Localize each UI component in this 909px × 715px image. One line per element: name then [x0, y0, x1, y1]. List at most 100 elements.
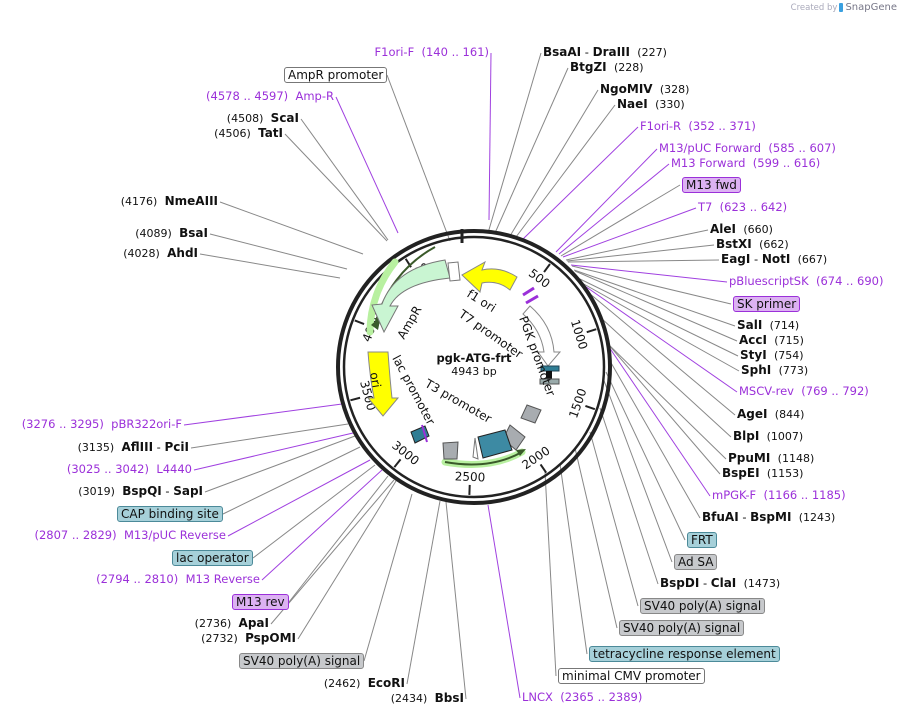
enzyme-site-label[interactable]: AleI (660): [710, 222, 773, 237]
position-label: (674 .. 690): [815, 274, 884, 288]
enzyme-site-label[interactable]: SalI (714): [737, 318, 799, 333]
feature-label[interactable]: tetracycline response element: [589, 646, 780, 662]
enzyme-site-label[interactable]: (3135) AflIII - PciI: [78, 440, 189, 455]
feature-label[interactable]: minimal CMV promoter: [558, 668, 705, 684]
enzyme-site-label[interactable]: AccI (715): [739, 333, 804, 348]
leader-line: [544, 471, 557, 677]
tick-mark: [585, 404, 596, 411]
enzyme-name-2: DraIII: [592, 45, 630, 59]
enzyme-site-label[interactable]: NgoMIV (328): [600, 82, 689, 97]
feature-label[interactable]: M13 rev: [232, 594, 289, 610]
feature-label[interactable]: SK primer: [733, 296, 801, 312]
position-label: (715): [774, 334, 804, 347]
enzyme-site-label[interactable]: (4176) NmeAIII: [121, 194, 218, 209]
enzyme-site-label[interactable]: StyI (754): [740, 348, 804, 363]
backbone-outer: [336, 229, 612, 505]
enzyme-site-label[interactable]: BstXI (662): [716, 237, 789, 252]
enzyme-site-label[interactable]: SphI (773): [741, 363, 808, 378]
primer-name: M13 Forward: [671, 156, 746, 170]
leader-line: [558, 163, 670, 255]
enzyme-site-label[interactable]: (4506) TatI: [214, 126, 283, 141]
leader-line: [599, 407, 659, 585]
primer-label[interactable]: F1ori-F (140 .. 161): [375, 45, 489, 59]
enzyme-site-label[interactable]: EagI - NotI (667): [721, 252, 827, 267]
primer-label[interactable]: pBluescriptSK (674 .. 690): [729, 274, 883, 288]
primer-label[interactable]: (2807 .. 2829) M13/pUC Reverse: [34, 528, 226, 542]
primer-label[interactable]: M13 Forward (599 .. 616): [671, 156, 820, 170]
leader-line: [602, 377, 673, 563]
leader-line: [494, 67, 569, 234]
feature-label[interactable]: M13 fwd: [682, 177, 741, 193]
leader-line: [608, 346, 711, 497]
feature-name: SV40 poly(A) signal: [644, 599, 762, 613]
enzyme-site-label[interactable]: BsaAI - DraIII (227): [543, 45, 667, 60]
position-label: (328): [659, 83, 690, 96]
enzyme-site-label[interactable]: BtgZI (228): [570, 60, 644, 75]
enzyme-site-label[interactable]: (2434) BbsI: [391, 691, 464, 706]
primer-label[interactable]: F1ori-R (352 .. 371): [640, 119, 756, 133]
enzyme-site-label[interactable]: (2462) EcoRI: [324, 676, 405, 691]
primer-label[interactable]: T7 (623 .. 642): [698, 200, 787, 214]
enzyme-site-label[interactable]: PpuMI (1148): [728, 451, 814, 466]
leader-line: [606, 342, 727, 460]
enzyme-site-label[interactable]: (2732) PspOMI: [201, 631, 296, 646]
leader-line: [183, 403, 343, 426]
enzyme-site-label[interactable]: (4089) BsaI: [135, 226, 208, 241]
enzyme-site-label[interactable]: (4508) ScaI: [227, 111, 299, 126]
leader-line: [406, 500, 441, 685]
feature-label[interactable]: SV40 poly(A) signal: [619, 620, 745, 636]
position-label: (2736): [194, 617, 232, 630]
position-label: (1473): [743, 577, 781, 590]
separator: -: [153, 440, 165, 454]
leader-line: [335, 96, 399, 234]
primer-label[interactable]: MSCV-rev (769 .. 792): [739, 384, 869, 398]
leader-line: [227, 459, 371, 537]
enzyme-name: BspQI: [122, 484, 162, 498]
primer-label[interactable]: (4578 .. 4597) Amp-R: [206, 89, 334, 103]
enzyme-name: BbsI: [434, 691, 464, 705]
enzyme-name: PspOMI: [245, 631, 296, 645]
feature-label[interactable]: FRT: [687, 532, 717, 548]
leader-line: [574, 447, 618, 629]
feature-label[interactable]: Ad SA: [674, 554, 718, 570]
feature-label[interactable]: AmpR promoter: [284, 67, 388, 83]
primer-label[interactable]: M13/pUC Forward (585 .. 607): [659, 141, 836, 155]
feature-label[interactable]: SV40 poly(A) signal: [239, 653, 365, 669]
enzyme-site-label[interactable]: NaeI (330): [617, 97, 685, 112]
tick-mark: [354, 319, 365, 326]
ampr-label: AmpR: [394, 303, 424, 341]
position-label: (660): [743, 223, 773, 236]
enzyme-site-label[interactable]: (4028) AhdI: [123, 246, 198, 261]
position-label: (2732): [201, 632, 238, 645]
primer-label[interactable]: (2794 .. 2810) M13 Reverse: [96, 572, 260, 586]
leader-line: [252, 464, 376, 559]
enzyme-site-label[interactable]: AgeI (844): [737, 407, 804, 422]
leader-line: [579, 278, 739, 357]
primer-name: F1ori-R: [640, 119, 682, 133]
primer-label[interactable]: mPGK-F (1166 .. 1185): [712, 488, 846, 502]
feature-name: SK primer: [737, 297, 797, 311]
position-label: (4089): [135, 227, 172, 240]
feature-label[interactable]: lac operator: [172, 550, 253, 566]
leader-line: [605, 371, 686, 541]
enzyme-site-label[interactable]: (2736) ApaI: [195, 616, 269, 631]
leader-line: [609, 360, 701, 519]
enzyme-site-label[interactable]: BspEI (1153): [722, 466, 803, 481]
feature-label[interactable]: CAP binding site: [117, 506, 223, 522]
primer-label[interactable]: LNCX (2365 .. 2389): [522, 690, 642, 704]
enzyme-site-label[interactable]: (3019) BspQI - SapI: [78, 484, 203, 499]
feature-label[interactable]: SV40 poly(A) signal: [640, 598, 766, 614]
enzyme-site-label[interactable]: BfuAI - BspMI (1243): [702, 510, 835, 525]
leader-line: [300, 118, 389, 241]
enzyme-site-label[interactable]: BspDI - ClaI (1473): [660, 576, 780, 591]
enzyme-site-label[interactable]: BlpI (1007): [733, 429, 803, 444]
snapgene-credit: Created by SnapGene: [791, 2, 897, 13]
leader-line: [222, 446, 361, 515]
position-label: (1148): [777, 452, 815, 465]
separator: -: [750, 252, 762, 266]
primer-label[interactable]: (3025 .. 3042) L4440: [67, 462, 192, 476]
position-label: (1153): [766, 467, 804, 480]
sv40-polya-feature: [520, 404, 542, 424]
primer-label[interactable]: (3276 .. 3295) pBR322ori-F: [22, 417, 182, 431]
